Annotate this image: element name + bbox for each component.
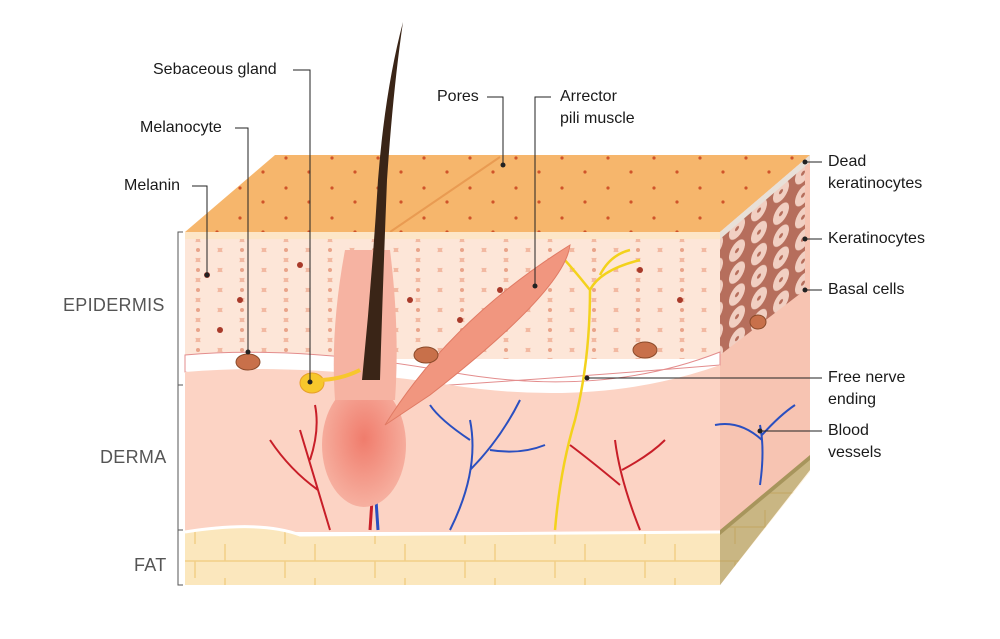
fat-layer — [185, 526, 720, 585]
label-dead-line2: keratinocytes — [828, 175, 923, 192]
label-arrector-line2: pili muscle — [560, 110, 635, 127]
leader-lines — [192, 69, 822, 432]
label-blood-vessels: Blood vessels — [828, 420, 881, 464]
label-epidermis: EPIDERMIS — [63, 295, 165, 315]
label-melanin: Melanin — [124, 177, 181, 194]
hair-shaft — [362, 22, 403, 380]
label-free-nerve-ending: Free nerve ending — [828, 367, 905, 411]
label-keratinocytes: Keratinocytes — [828, 230, 925, 247]
label-basal-cells: Basal cells — [828, 281, 905, 298]
label-blood-line2: vessels — [828, 444, 882, 461]
label-arrector-pili: Arrector pili muscle — [560, 86, 635, 130]
label-blood-line1: Blood — [828, 422, 869, 439]
label-melanocyte: Melanocyte — [140, 119, 222, 136]
label-nerve-line1: Free nerve — [828, 369, 906, 386]
hair-bulb — [322, 383, 406, 507]
label-fat: FAT — [134, 555, 167, 575]
arrector-pili-muscle — [384, 244, 571, 426]
label-pores: Pores — [437, 88, 479, 105]
blood-vessels — [269, 399, 796, 531]
label-nerve-line2: ending — [828, 391, 877, 408]
label-dead-line1: Dead — [828, 153, 867, 170]
melanocytes — [235, 314, 767, 371]
label-sebaceous-gland: Sebaceous gland — [153, 61, 277, 78]
layer-bracket — [177, 231, 183, 586]
label-derma: DERMA — [100, 447, 167, 467]
label-dead-keratinocytes: Dead keratinocytes — [828, 151, 922, 195]
derma-layer — [185, 365, 720, 532]
label-arrector-line1: Arrector — [560, 88, 617, 105]
